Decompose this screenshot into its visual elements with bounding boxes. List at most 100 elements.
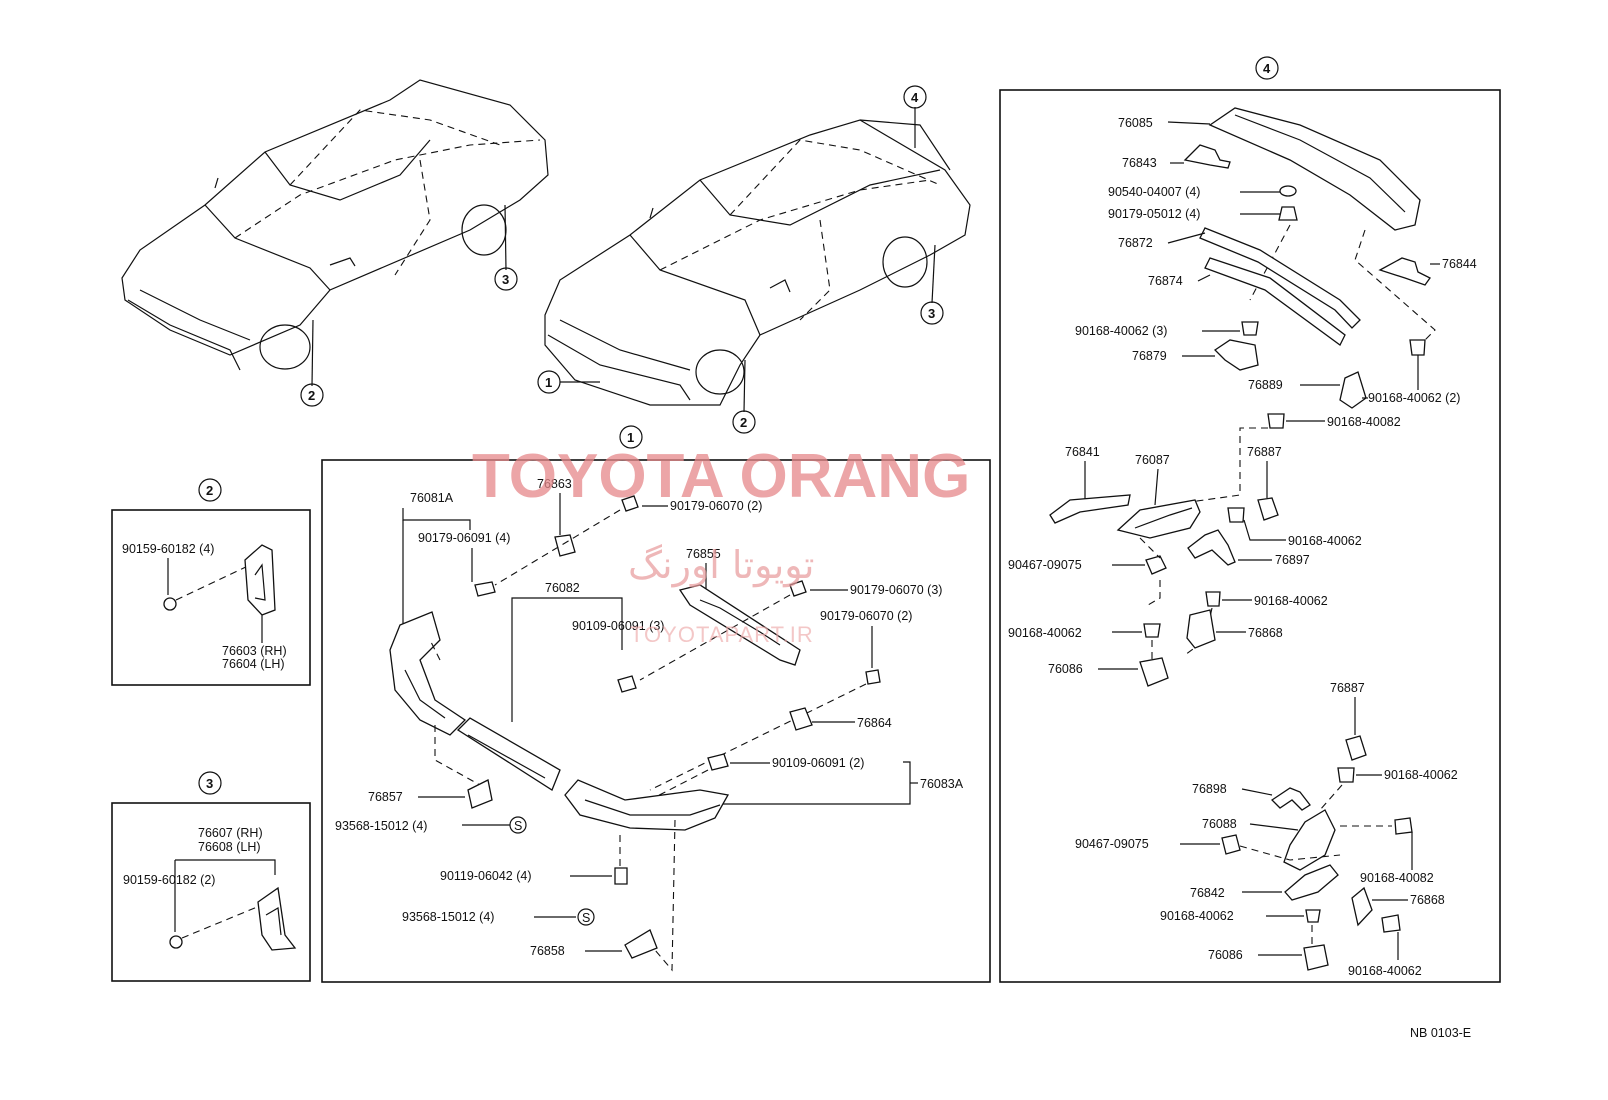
part-label: 76842 bbox=[1190, 886, 1225, 900]
clip-icon bbox=[1139, 657, 1169, 687]
seal-symbol-icon bbox=[577, 908, 595, 926]
clip-icon bbox=[789, 580, 807, 597]
part-label: 93568-15012 (4) bbox=[335, 819, 427, 833]
part-label: 76857 bbox=[368, 790, 403, 804]
end-cap-trim-icon bbox=[1284, 864, 1339, 901]
part-label: 90179-06070 (2) bbox=[820, 609, 912, 623]
watermark: TOYOTA ORANG تویوتا اورنگ TOYOTAPART.IR bbox=[472, 442, 970, 647]
bolt-icon bbox=[1305, 909, 1321, 923]
part-label: 90168-40062 bbox=[1348, 964, 1422, 978]
part-label: 76081A bbox=[410, 491, 454, 505]
part-label: 76864 bbox=[857, 716, 892, 730]
bracket-icon bbox=[1339, 371, 1367, 409]
part-label: 90168-40062 bbox=[1254, 594, 1328, 608]
part-label: 90168-40062 bbox=[1384, 768, 1458, 782]
part-label: 90179-06070 (3) bbox=[850, 583, 942, 597]
section-3-box: 76607 (RH) 76608 (LH) 90159-60182 (2) bbox=[111, 802, 311, 982]
svg-text:4: 4 bbox=[1263, 61, 1271, 76]
washer-icon bbox=[1279, 185, 1297, 197]
part-label: 90109-06091 (3) bbox=[572, 619, 664, 633]
grommet-icon bbox=[1257, 497, 1279, 521]
part-label: 76607 (RH) bbox=[198, 826, 263, 840]
part-label: 90179-06091 (4) bbox=[418, 531, 510, 545]
part-label: 93568-15012 (4) bbox=[402, 910, 494, 924]
bolt-icon bbox=[1143, 623, 1161, 638]
car-callouts: 3 2 4 3 1 2 bbox=[300, 85, 944, 434]
part-label: 90109-06091 (2) bbox=[772, 756, 864, 770]
retainer-icon bbox=[554, 534, 576, 557]
screw-icon bbox=[617, 675, 637, 693]
bracket-icon bbox=[1270, 787, 1311, 811]
part-label: 76887 bbox=[1247, 445, 1282, 459]
clip-icon bbox=[1303, 944, 1329, 971]
bolt-icon bbox=[1409, 339, 1426, 356]
svg-text:2: 2 bbox=[308, 388, 315, 403]
part-label: 90168-40062 bbox=[1008, 626, 1082, 640]
reinforcement-icon bbox=[678, 584, 801, 666]
nut-icon bbox=[1278, 206, 1298, 221]
part-label: 76868 bbox=[1410, 893, 1445, 907]
rear-spoiler-icon bbox=[1208, 107, 1421, 231]
bracket-icon bbox=[1351, 886, 1373, 927]
bracket-icon bbox=[1183, 144, 1231, 169]
part-label: 76855 bbox=[686, 547, 721, 561]
clip-icon bbox=[865, 669, 881, 685]
bracket-icon bbox=[789, 707, 813, 731]
screw-icon bbox=[707, 753, 729, 771]
mudguard-front-icon bbox=[244, 544, 276, 616]
section-callouts: 1 2 3 4 bbox=[198, 56, 1279, 795]
svg-text:2: 2 bbox=[740, 415, 747, 430]
part-label: 90168-40082 bbox=[1360, 871, 1434, 885]
spoiler-center-section-icon bbox=[456, 717, 561, 791]
grommet-icon bbox=[1345, 735, 1367, 761]
part-label: 76841 bbox=[1065, 445, 1100, 459]
bracket-icon bbox=[1187, 529, 1236, 566]
part-label: 76872 bbox=[1118, 236, 1153, 250]
part-label: 76087 bbox=[1135, 453, 1170, 467]
brace-icon bbox=[1204, 257, 1346, 346]
part-label: 90179-06070 (2) bbox=[670, 499, 762, 513]
part-label: 76874 bbox=[1148, 274, 1183, 288]
part-label: 90119-06042 (4) bbox=[440, 869, 532, 883]
brace-icon bbox=[1199, 227, 1361, 329]
part-label: 76844 bbox=[1442, 257, 1477, 271]
part-label: 90168-40062 bbox=[1160, 909, 1234, 923]
svg-text:S: S bbox=[582, 911, 590, 925]
part-label: 90179-05012 (4) bbox=[1108, 207, 1200, 221]
car-sedan-illustration bbox=[121, 79, 549, 371]
bracket-icon bbox=[624, 929, 658, 959]
part-label: 90159-60182 (4) bbox=[122, 542, 214, 556]
svg-text:S: S bbox=[514, 819, 522, 833]
part-label: 76887 bbox=[1330, 681, 1365, 695]
part-label: 90540-04007 (4) bbox=[1108, 185, 1200, 199]
part-label: 76086 bbox=[1048, 662, 1083, 676]
bolt-icon bbox=[169, 935, 183, 949]
part-label: 90467-09075 bbox=[1008, 558, 1082, 572]
part-label: 90168-40062 (3) bbox=[1075, 324, 1167, 338]
bolt-icon bbox=[1241, 321, 1259, 336]
part-label: 76603 (RH) bbox=[222, 644, 287, 658]
part-label: 76889 bbox=[1248, 378, 1283, 392]
part-label: 76898 bbox=[1192, 782, 1227, 796]
part-label: 76868 bbox=[1248, 626, 1283, 640]
clip-icon bbox=[621, 495, 639, 512]
bolt-icon bbox=[614, 867, 628, 885]
bolt-icon bbox=[1394, 817, 1413, 835]
end-cap-icon bbox=[1283, 809, 1336, 871]
end-cap-trim-icon bbox=[1049, 494, 1131, 524]
clip-icon bbox=[1145, 555, 1167, 575]
part-label: 76843 bbox=[1122, 156, 1157, 170]
section-2-box: 90159-60182 (4) 76603 (RH) 76604 (LH) bbox=[111, 509, 311, 686]
part-label: 76088 bbox=[1202, 817, 1237, 831]
car-liftback-illustration bbox=[544, 119, 971, 406]
part-label: 76608 (LH) bbox=[198, 840, 261, 854]
part-label: 90159-60182 (2) bbox=[123, 873, 215, 887]
bracket-icon bbox=[1213, 339, 1259, 371]
watermark-site: TOYOTAPART.IR bbox=[630, 622, 814, 647]
section-1-box: 76081A 76863 90179-06070 (2) 90179-06091… bbox=[321, 459, 991, 983]
bolt-icon bbox=[163, 597, 177, 611]
svg-text:2: 2 bbox=[206, 483, 213, 498]
bolt-icon bbox=[1337, 767, 1355, 783]
spoiler-right-section-icon bbox=[564, 779, 730, 831]
